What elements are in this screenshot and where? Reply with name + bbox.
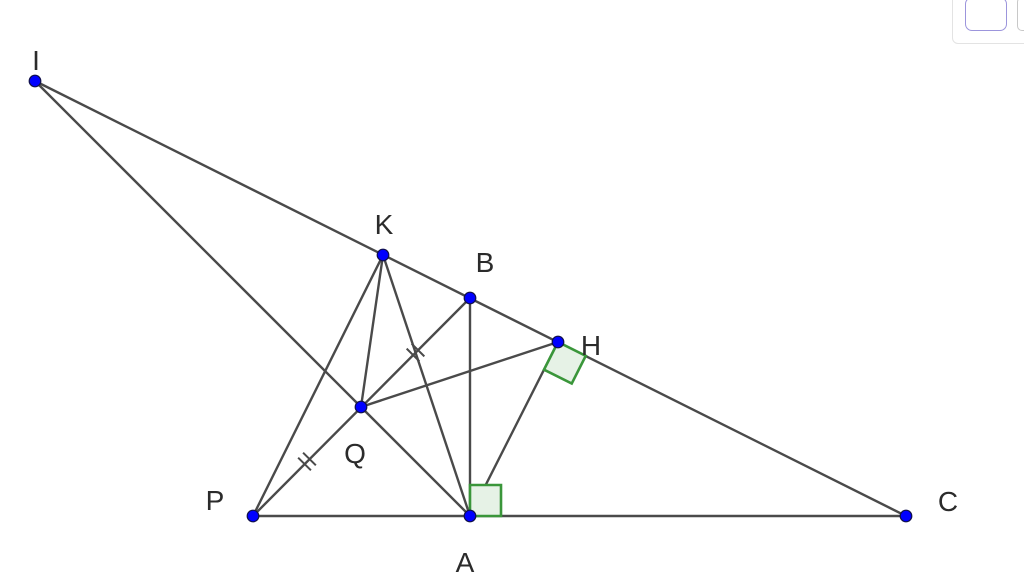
equal-marks-layer	[297, 342, 426, 472]
point-H[interactable]	[551, 335, 565, 349]
blank-square-icon[interactable]	[965, 0, 1007, 31]
equal-mark-PQ	[297, 451, 317, 472]
point-label-H: H	[581, 330, 601, 361]
right-angle-marker-H	[542, 340, 588, 386]
point-label-C: C	[938, 486, 958, 517]
graphics-toolbar	[952, 0, 1024, 44]
labels-layer: I K B H Q P A C	[32, 45, 958, 578]
point-A[interactable]	[463, 509, 477, 523]
equal-mark-QB	[405, 342, 426, 363]
point-K[interactable]	[376, 248, 390, 262]
points-layer	[28, 74, 913, 523]
point-C[interactable]	[899, 509, 913, 523]
right-angle-layer	[468, 340, 588, 518]
point-label-K: K	[375, 209, 394, 240]
point-label-Q: Q	[344, 438, 366, 469]
point-I[interactable]	[28, 74, 42, 88]
segment-PK	[251, 253, 385, 518]
segment-KQ	[359, 253, 385, 409]
right-angle-marker-A	[468, 483, 503, 518]
point-label-B: B	[476, 247, 495, 278]
point-label-P: P	[206, 485, 225, 516]
point-label-I: I	[32, 45, 40, 76]
more-options-icon[interactable]	[1017, 0, 1024, 31]
point-P[interactable]	[246, 509, 260, 523]
segment-QH	[359, 340, 560, 409]
point-B[interactable]	[463, 291, 477, 305]
point-label-A: A	[456, 547, 475, 578]
segment-IA	[33, 79, 472, 518]
point-Q[interactable]	[354, 400, 368, 414]
